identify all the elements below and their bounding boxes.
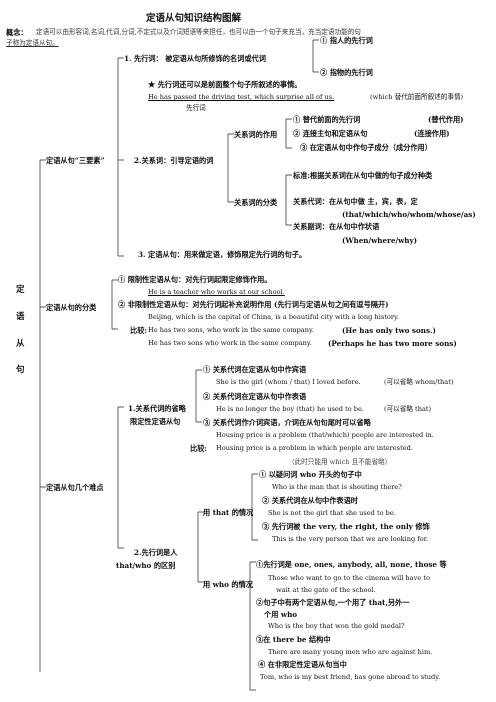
three-elements-bracket — [117, 57, 124, 257]
that-case-1: ① 以疑问词 who 开头的句子中 — [259, 470, 362, 479]
relative-role-1: ① 替代前面的先行词 — [293, 115, 361, 124]
role-bracket — [285, 118, 292, 149]
who-case-3-example: There are many young men who are against… — [268, 648, 433, 656]
who-case-1-example-1: Those who want to go to the cinema will … — [268, 574, 430, 582]
classify-compare-label: 比较: — [130, 326, 148, 335]
omit-rule-3-example: Housing price is a problem (that/which) … — [216, 431, 434, 439]
relative-role-2: ② 连接主句和定语从句 — [293, 129, 368, 138]
classify-label: 定语从句的分类 — [46, 303, 97, 312]
omit-label-1: 1.关系代词的省略 — [128, 404, 186, 413]
thatwho-label-2: that/who 的区别 — [116, 561, 176, 570]
who-case-4-example: Tom, who is my best friend, has gone abr… — [260, 673, 441, 681]
nonrestrictive-label: ② 非限制性定语从句：对先行词起补充说明作用 (先行词与定语从句之间有逗号隔开) — [118, 300, 389, 309]
omit-bracket — [195, 369, 202, 423]
side-char-4: 句 — [16, 365, 25, 375]
restrictive-label: ① 限制性定语从句：对先行词起限定修饰作用。 — [118, 275, 272, 284]
concept-label: 概念： — [6, 28, 28, 37]
side-char-1: 定 — [16, 285, 25, 295]
difficulties-label: 定语从句几个难点 — [46, 483, 104, 492]
omit-rule-1: ① 关系代词在定语从句中作宾语 — [203, 365, 307, 374]
omit-rule-2: ② 关系代词在定语从句中作表语 — [203, 392, 307, 401]
three-elements-label: 定语从句“三要素” — [46, 156, 105, 165]
that-case-2: ② 关系代词在从句中作表语时 — [262, 496, 358, 505]
who-case-4: ④ 在非限定性定语从句当中 — [258, 660, 347, 669]
nonrestrictive-example: Beijing, which is the capital of China, … — [148, 313, 399, 321]
antecedent-person: ① 指人的先行词 — [320, 36, 373, 45]
relative-role-1-tag: (替代作用) — [428, 115, 464, 124]
thatwho-bracket — [197, 511, 204, 583]
omit-compare-note: （此时只能用 which 且不能省略） — [288, 458, 392, 466]
classify-compare-2-note: (Perhaps he has two more sons) — [328, 339, 457, 348]
concept-line-1: 定语可以由形容词,名词,代词,分词,不定式以及介词短语等来担任，也可以由一个句子… — [36, 28, 361, 36]
who-case-3: ③在 there be 结构中 — [256, 635, 331, 644]
class-bracket — [285, 174, 292, 226]
antecedent-example-tag: 先行词 — [186, 104, 206, 112]
omit-compare-example: Housing price is a problem in which peop… — [216, 444, 413, 452]
antecedent-bracket — [312, 39, 319, 73]
relative-pronoun: 关系代词：在从句中做 主，宾，表，定 — [293, 197, 418, 206]
that-cases-label: 用 that 的情况 — [203, 508, 254, 517]
relative-bracket — [227, 133, 234, 203]
clause-definition: 3. 定语从句：用来做定语，修饰限定先行词的句子。 — [138, 250, 307, 259]
antecedent-thing: ② 指物的先行词 — [320, 68, 373, 77]
classify-bracket — [111, 279, 118, 330]
root-bracket-ticks — [40, 159, 46, 488]
who-bracket — [249, 561, 256, 691]
who-case-2-line-1: ②句子中有两个定语从句,一个用了 that,另外一 — [256, 598, 410, 607]
that-bracket — [251, 473, 258, 541]
restrictive-example: He is a teacher who works at our school. — [148, 288, 285, 296]
omit-rule-3: ③ 关系代词作介词宾语，介词在从句句尾时可以省略 — [203, 418, 371, 427]
who-case-1: ①先行词是 one, ones, anybody, all, none, tho… — [256, 560, 447, 569]
antecedent-label: 1. 先行词： 被定语从句所修饰的名词或代词 — [124, 54, 266, 63]
side-char-2: 语 — [16, 312, 25, 322]
who-cases-label: 用 who 的情况 — [203, 580, 253, 589]
omit-rule-2-note: (可以省略 that) — [384, 405, 432, 413]
relative-adverb-list: (When/where/why) — [342, 236, 418, 245]
classify-compare-1: He has two sons, who work in the same co… — [148, 326, 314, 334]
omit-rule-2-example: He is no longer the boy (that) he used t… — [216, 405, 364, 413]
omit-rule-1-note: (可以省略 whom/that) — [384, 378, 454, 386]
classify-compare-2: He has two sons who work in the same com… — [148, 339, 312, 347]
omit-compare-label: 比较: — [190, 444, 208, 453]
side-char-3: 从 — [16, 339, 25, 349]
relative-role-label: 关系词的作用 — [234, 130, 278, 139]
concept-line-2: 子称为定语从句。 — [6, 39, 59, 47]
relative-pronoun-list: (that/which/who/whom/whose/as) — [342, 210, 476, 219]
omit-rule-1-example: She is the girl (whom / that) I loved be… — [216, 378, 361, 386]
that-case-3: ③ 先行词被 the very, the right, the only 修饰 — [262, 522, 430, 531]
relative-standard: 标准:根据关系词在从句中做的句子成分种类 — [293, 171, 433, 180]
classify-compare-1-note: (He has only two sons.) — [342, 326, 436, 335]
who-case-1-example-2: wait at the gate of the school. — [276, 586, 376, 594]
omit-label-2: 限定性定语从句 — [130, 417, 181, 426]
who-case-2-example: Who is the boy that won the gold medal? — [268, 622, 405, 630]
antecedent-example: He has passed the driving test, which su… — [148, 93, 335, 101]
that-case-3-example: This is the very person that we are look… — [272, 535, 429, 543]
page-title: 定语从句知识结构图解 — [146, 13, 242, 24]
relative-role-2-tag: (连接作用) — [414, 129, 450, 138]
antecedent-note: ★ 先行词还可以是前面整个句子所叙述的事情。 — [148, 80, 302, 89]
that-case-2-example: She is not the girl that she used to be. — [268, 509, 396, 517]
relative-role-3: ③ 在定语从句中作句子成分（成分作用） — [300, 143, 432, 152]
antecedent-example-note: (which 替代前面所叙述的事情) — [370, 93, 464, 101]
relative-adverb: 关系副词：在从句中作状语 — [293, 222, 380, 231]
that-case-1-example: Who is the man that is shouting there? — [272, 483, 402, 491]
thatwho-label-1: 2.先行词是人 — [134, 548, 178, 557]
who-case-2-line-2: 个用 who — [264, 610, 298, 619]
relative-class-label: 关系词的分类 — [234, 198, 278, 207]
difficulties-bracket — [117, 406, 124, 549]
relative-label: 2.关系词：引导定语的词 — [134, 156, 214, 165]
